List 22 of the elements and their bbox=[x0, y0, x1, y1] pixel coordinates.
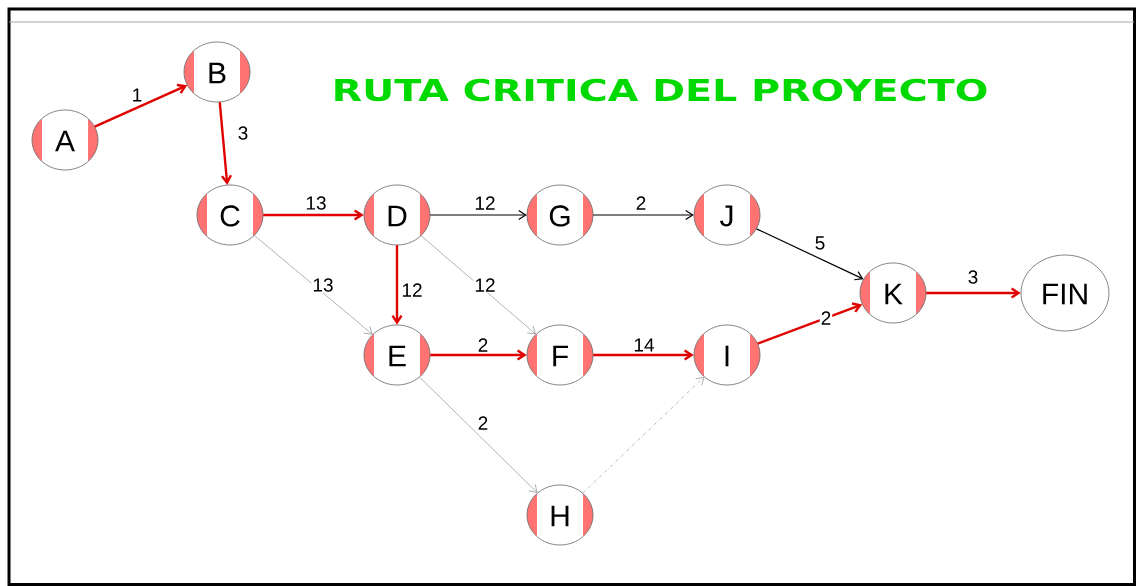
edge-label: 14 bbox=[632, 337, 656, 353]
arrow bbox=[420, 235, 536, 335]
arrow bbox=[94, 83, 188, 128]
edge-label: 12 bbox=[473, 277, 497, 293]
edge-label: 12 bbox=[473, 195, 497, 211]
arrow bbox=[592, 209, 694, 221]
arrow bbox=[254, 235, 373, 335]
arrow bbox=[419, 376, 538, 493]
arrow bbox=[755, 228, 864, 281]
arrow bbox=[582, 376, 705, 494]
arrow bbox=[926, 287, 1021, 299]
arrow bbox=[263, 209, 364, 221]
arrow bbox=[218, 102, 232, 185]
arrow bbox=[429, 209, 527, 221]
arrow bbox=[757, 302, 863, 345]
edge-label: 13 bbox=[311, 277, 335, 293]
arrow bbox=[593, 349, 694, 361]
edge-label: 13 bbox=[304, 195, 328, 211]
title: RUTA CRITICA DEL PROYECTO bbox=[335, 78, 987, 102]
edge-label: 12 bbox=[400, 282, 424, 298]
arrow bbox=[391, 245, 403, 325]
arrow bbox=[430, 349, 527, 361]
